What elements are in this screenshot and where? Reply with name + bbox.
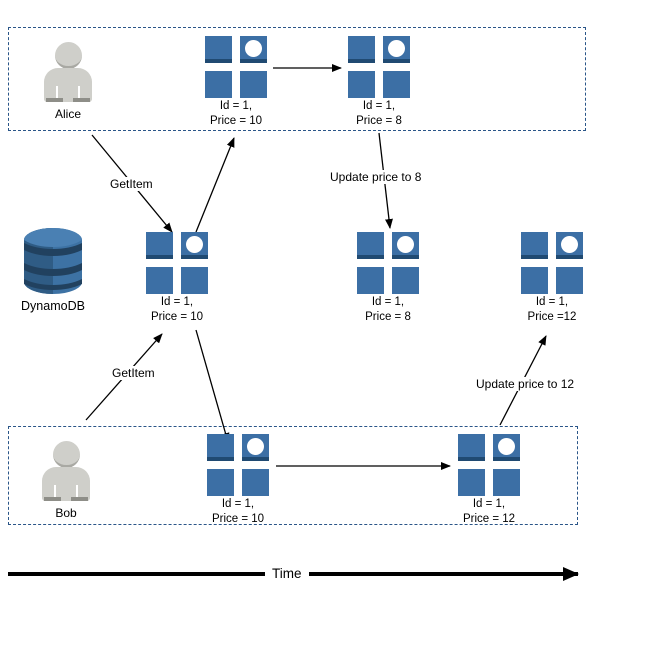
person-icon bbox=[42, 42, 94, 104]
item-tile-icon bbox=[205, 36, 267, 98]
datastore-dynamodb: DynamoDB bbox=[8, 226, 98, 313]
item-db-1: Id = 1, Price = 10 bbox=[146, 232, 208, 324]
item-tile-icon bbox=[357, 232, 419, 294]
arrow-db-to-alice-item1 bbox=[195, 137, 235, 233]
person-icon bbox=[40, 441, 92, 503]
item-id-label: Id = 1, bbox=[362, 100, 396, 112]
dynamodb-icon bbox=[18, 226, 88, 296]
item-price-label: Price = 8 bbox=[356, 115, 402, 127]
item-tile-icon bbox=[207, 434, 269, 496]
edge-label-bob-update: Update price to 12 bbox=[474, 377, 577, 391]
edge-label-alice-getitem: GetItem bbox=[108, 177, 155, 191]
item-tile-icon bbox=[458, 434, 520, 496]
item-id-label: Id = 1, bbox=[371, 296, 405, 308]
item-id-label: Id = 1, bbox=[219, 100, 253, 112]
item-price-label: Price = 8 bbox=[365, 311, 411, 323]
item-tile-icon bbox=[521, 232, 583, 294]
bob-lane-box bbox=[8, 426, 578, 525]
edge-label-alice-update: Update price to 8 bbox=[328, 170, 424, 184]
item-price-label: Price = 10 bbox=[209, 115, 263, 127]
item-db-3: Id = 1, Price =12 bbox=[521, 232, 583, 324]
item-bob-1: Id = 1, Price = 10 bbox=[207, 434, 269, 526]
item-id-label: Id = 1, bbox=[221, 498, 255, 510]
item-price-label: Price = 10 bbox=[150, 311, 204, 323]
item-id-label: Id = 1, bbox=[160, 296, 194, 308]
actor-alice-label: Alice bbox=[54, 107, 81, 121]
datastore-label: DynamoDB bbox=[21, 299, 85, 313]
edge-label-bob-getitem: GetItem bbox=[110, 366, 157, 380]
alice-lane-box bbox=[8, 27, 586, 131]
item-bob-2: Id = 1, Price = 12 bbox=[458, 434, 520, 526]
item-alice-2: Id = 1, Price = 8 bbox=[348, 36, 410, 128]
actor-bob: Bob bbox=[34, 441, 98, 520]
item-id-label: Id = 1, bbox=[472, 498, 506, 510]
item-price-label: Price = 12 bbox=[462, 513, 516, 525]
item-id-label: Id = 1, bbox=[535, 296, 569, 308]
item-db-2: Id = 1, Price = 8 bbox=[357, 232, 419, 324]
actor-alice: Alice bbox=[36, 42, 100, 121]
item-price-label: Price =12 bbox=[527, 311, 577, 323]
time-axis-label: Time bbox=[265, 566, 309, 581]
item-tile-icon bbox=[348, 36, 410, 98]
actor-bob-label: Bob bbox=[55, 506, 77, 520]
item-tile-icon bbox=[146, 232, 208, 294]
item-alice-1: Id = 1, Price = 10 bbox=[205, 36, 267, 128]
item-price-label: Price = 10 bbox=[211, 513, 265, 525]
